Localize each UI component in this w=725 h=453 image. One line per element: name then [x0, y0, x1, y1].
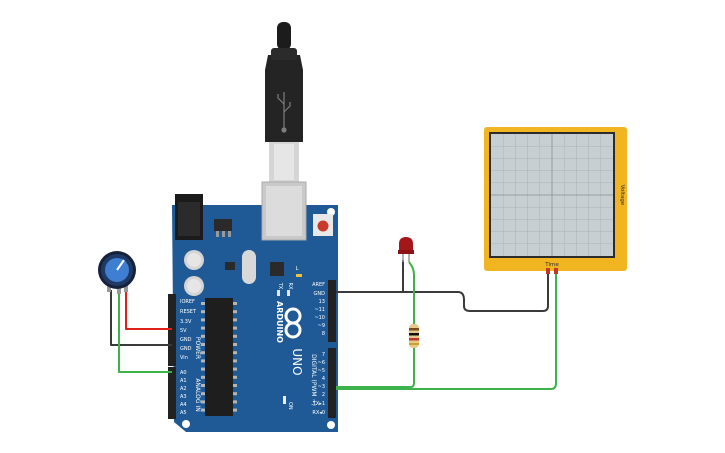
resistor[interactable]: [409, 324, 419, 348]
pin-9: ~9: [318, 323, 325, 329]
pin-ioref: IOREF: [180, 299, 195, 305]
pin-0: RX◂0: [312, 410, 325, 416]
pin-1: TX▸1: [312, 401, 325, 407]
pin-a0: A0: [180, 370, 187, 376]
power-header-label: POWER: [194, 337, 201, 359]
usb-symbol-icon: [277, 92, 291, 133]
pin-vin: Vin: [180, 355, 188, 361]
digital-header-label: DIGITAL (PWM ~): [310, 354, 317, 406]
capacitor: [184, 250, 204, 296]
wire-gnd-scope[interactable]: [336, 272, 549, 312]
pin-gnd-digital: GND: [314, 291, 326, 297]
pin-5: ~5: [318, 368, 325, 374]
pin-6: ~6: [318, 360, 325, 366]
pin-13: 13: [319, 299, 325, 305]
label-rx: RX: [287, 283, 293, 290]
wire-pin3-scope[interactable]: [336, 272, 557, 390]
crystal: [242, 250, 256, 284]
usb-cable[interactable]: [265, 22, 303, 182]
pin-a3: A3: [180, 394, 187, 400]
pin-3: ~3: [318, 384, 325, 390]
wire-pot-a0[interactable]: [118, 292, 172, 373]
pin-2: 2: [322, 392, 325, 398]
pin-gnd-2: GND: [180, 346, 192, 352]
wire-pot-gnd[interactable]: [110, 290, 172, 346]
analog-header-label: ANALOG IN: [194, 378, 201, 411]
pin-8: 8: [322, 331, 325, 337]
label-tx: TX: [277, 282, 283, 290]
pin-5v: 5V: [180, 328, 187, 334]
atmega-chip: [201, 298, 237, 416]
wires: [110, 260, 557, 390]
brand-label: ARDUINO: [275, 301, 284, 343]
pin-11: ~11: [314, 307, 325, 313]
arduino-logo-icon: [284, 307, 302, 339]
pin-a1: A1: [180, 378, 187, 384]
scope-x-label: Time: [544, 262, 559, 268]
reset-button[interactable]: [313, 214, 333, 236]
digital-header: DIGITAL (PWM ~) AREF GND 13 ~11 ~10 ~9 8…: [310, 280, 336, 418]
pin-a5: A5: [180, 410, 187, 416]
wire-pot-5v[interactable]: [125, 290, 172, 330]
potentiometer[interactable]: [98, 251, 136, 294]
scope-y-label: Voltage: [619, 185, 625, 206]
wire-resistor-led[interactable]: [408, 261, 415, 324]
model-label: UNO: [290, 348, 304, 375]
pin-4: 4: [322, 376, 325, 382]
pin-10: ~10: [314, 315, 325, 321]
pin-a2: A2: [180, 386, 187, 392]
pin-a4: A4: [180, 402, 187, 408]
arduino-uno-board[interactable]: L TX RX ARDUINO UNO ON POWER IOREF RESET…: [168, 181, 338, 432]
oscilloscope[interactable]: Time Voltage: [484, 127, 627, 274]
label-on: ON: [287, 402, 293, 410]
label-l: L: [296, 266, 299, 272]
led[interactable]: [398, 237, 414, 262]
wire-pin3-resistor[interactable]: [336, 348, 415, 388]
pin-7: 7: [322, 352, 325, 358]
analog-header: ANALOG IN A0 A1 A2 A3 A4 A5: [168, 367, 201, 419]
pin-3v3: 3.3V: [180, 319, 192, 325]
pin-gnd-1: GND: [180, 337, 192, 343]
pin-reset: RESET: [180, 309, 197, 315]
pin-aref: AREF: [312, 282, 325, 288]
